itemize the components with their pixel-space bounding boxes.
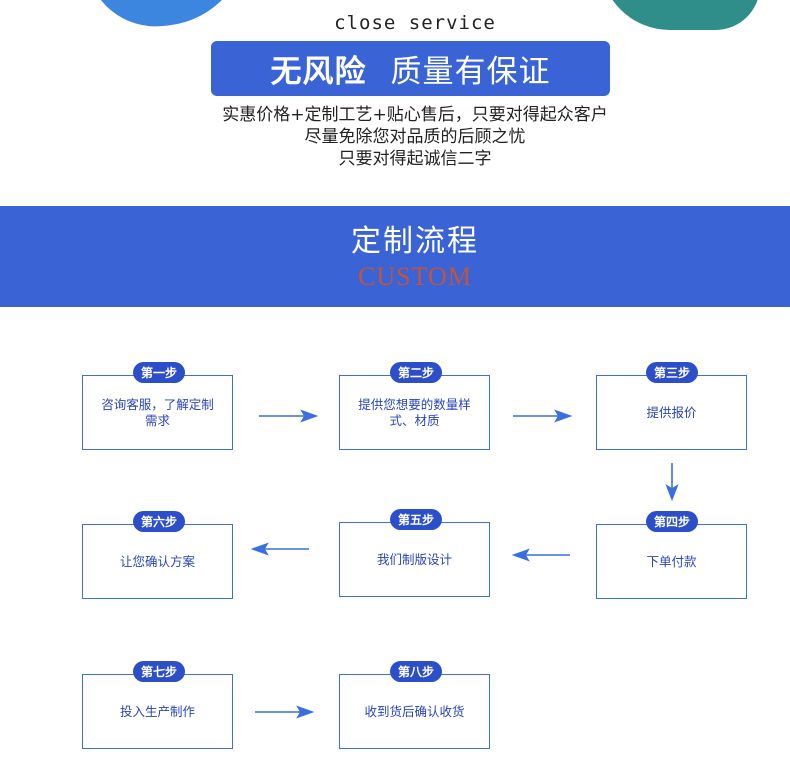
arrow-left-icon — [253, 544, 309, 554]
arrow-right-icon — [255, 707, 312, 717]
arrow-right-icon — [513, 411, 570, 421]
arrow-right-icon — [259, 411, 316, 421]
arrow-left-icon — [514, 550, 570, 560]
arrow-down-icon — [667, 463, 677, 499]
